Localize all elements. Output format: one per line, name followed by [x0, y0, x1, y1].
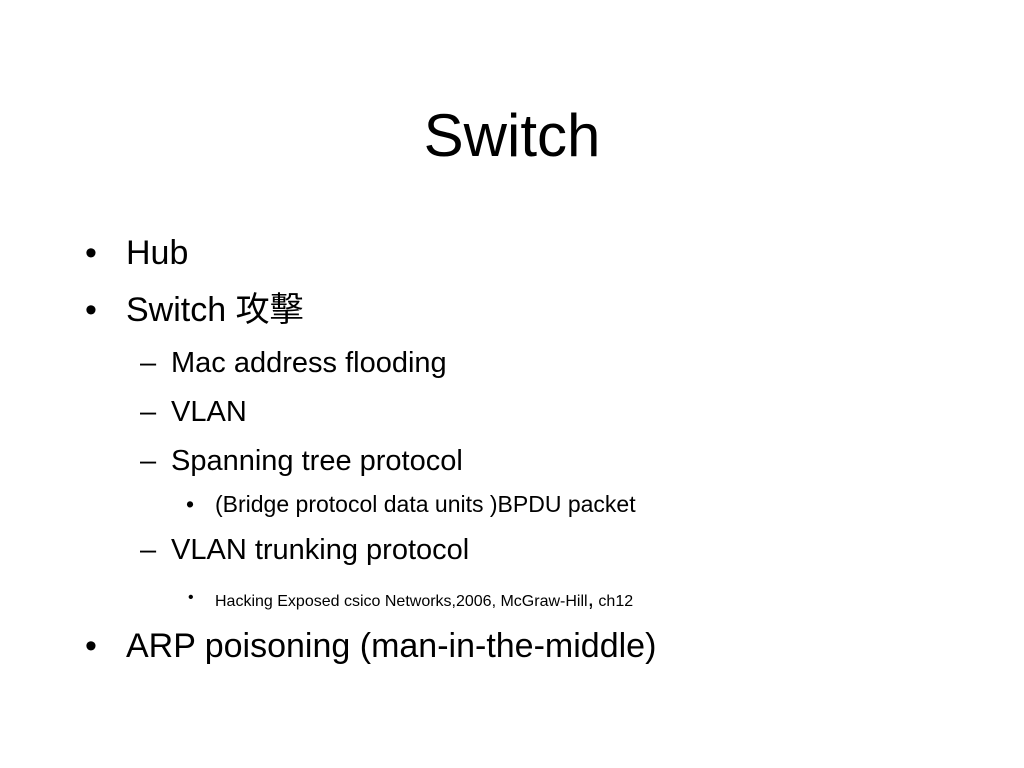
reference-chapter: ch12	[593, 593, 634, 610]
sub-bullet-text: Spanning tree protocol	[171, 445, 463, 477]
sub-bullet-text: Mac address flooding	[171, 347, 447, 379]
bullet-marker: •	[85, 291, 97, 329]
sub-bullet-text: VLAN	[171, 396, 247, 428]
bullet-marker: •	[85, 627, 97, 665]
bullet-marker: •	[85, 234, 97, 272]
dash-marker: –	[140, 534, 157, 566]
bullet-text: Switch	[126, 291, 236, 329]
bullet-marker: •	[188, 589, 194, 606]
dash-marker: –	[140, 347, 157, 379]
reference-separator: ,	[587, 585, 594, 611]
bullet-text-cjk: 攻擊	[235, 290, 304, 330]
reference-text: Hacking Exposed csico Networks,2006, McG…	[215, 593, 588, 610]
sub-sub-bullet-text: (Bridge protocol data units )BPDU packet	[215, 491, 636, 517]
sub-bullet-text: VLAN trunking protocol	[171, 534, 470, 566]
dash-marker: –	[140, 445, 157, 477]
slide-title: Switch	[423, 102, 601, 169]
bullet-text: Hub	[126, 234, 189, 272]
bullet-text-group: Switch 攻擊	[126, 290, 304, 330]
reference-text-group: Hacking Exposed csico Networks,2006, McG…	[215, 587, 633, 613]
bullet-text: ARP poisoning (man-in-the-middle)	[126, 627, 657, 665]
dash-marker: –	[140, 396, 157, 428]
bullet-marker: •	[186, 491, 195, 517]
